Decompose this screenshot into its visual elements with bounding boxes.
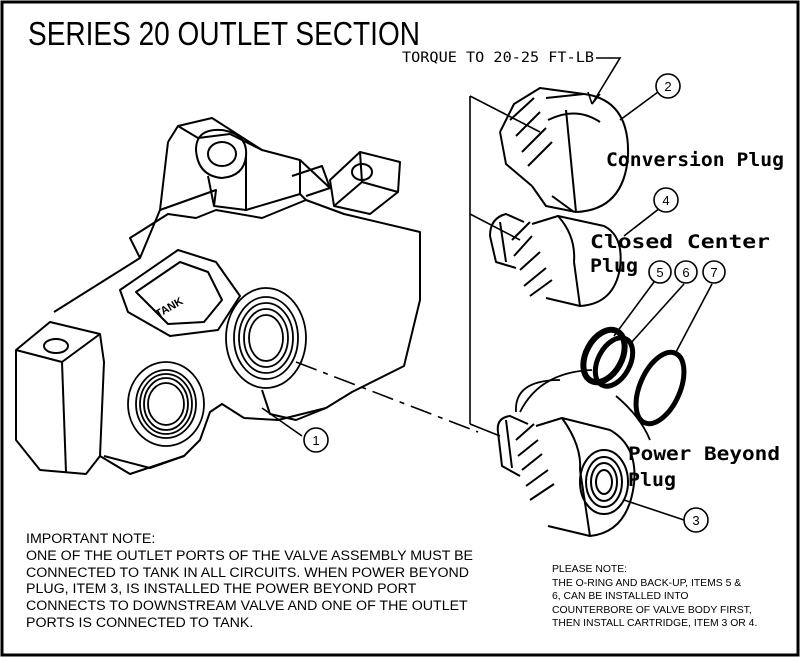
power-beyond-plug xyxy=(496,415,636,537)
callout-1: 1 xyxy=(261,407,329,453)
please-note-line: COUNTERBORE OF VALVE BODY FIRST, xyxy=(552,604,752,616)
callout-5: 5 xyxy=(613,260,672,337)
callout-4-number: 4 xyxy=(662,193,669,208)
power-beyond-label-line1: Power Beyond xyxy=(628,443,780,465)
closed-center-plug xyxy=(489,213,622,307)
power-beyond-label-line2: Plug xyxy=(628,469,676,491)
torque-leader xyxy=(587,57,622,105)
valve-body xyxy=(15,117,421,475)
assembly-arcs xyxy=(515,369,651,441)
outlet-port-right xyxy=(225,287,307,389)
callout-7-number: 7 xyxy=(710,265,717,280)
callout-6: 6 xyxy=(629,260,698,345)
please-note-line: THE O-RING AND BACK-UP, ITEMS 5 & xyxy=(552,577,742,589)
important-note: IMPORTANT NOTE: ONE OF THE OUTLET PORTS … xyxy=(26,531,473,632)
important-note-line: ONE OF THE OUTLET PORTS OF THE VALVE ASS… xyxy=(26,547,474,564)
closed-center-label-line1: Closed Center xyxy=(590,231,770,253)
tank-label: TANK xyxy=(154,295,186,320)
callout-4: 4 xyxy=(623,187,679,237)
callout-1-number: 1 xyxy=(312,433,319,448)
conversion-plug xyxy=(499,87,630,213)
callout-3: 3 xyxy=(623,499,709,533)
callout-7: 7 xyxy=(675,260,726,353)
torque-label: TORQUE TO 20-25 FT-LB xyxy=(402,50,594,66)
important-note-line: CONNECTED TO TANK IN ALL CIRCUITS. WHEN … xyxy=(26,564,470,581)
assembly-centerline xyxy=(295,95,541,437)
important-note-line: PLUG, ITEM 3, IS INSTALLED THE POWER BEY… xyxy=(26,581,417,598)
please-note: PLEASE NOTE: THE O-RING AND BACK-UP, ITE… xyxy=(552,563,757,631)
please-note-heading: PLEASE NOTE: xyxy=(552,564,628,575)
backup-ring-6 xyxy=(592,335,636,389)
important-note-line: PORTS IS CONNECTED TO TANK. xyxy=(26,614,254,631)
callout-6-number: 6 xyxy=(682,265,689,280)
please-note-line: THEN INSTALL CARTRIDGE, ITEM 3 OR 4. xyxy=(552,618,758,630)
callout-2: 2 xyxy=(619,73,681,121)
conversion-plug-label: Conversion Plug xyxy=(606,149,784,171)
page-title: SERIES 20 OUTLET SECTION xyxy=(28,15,420,52)
callout-5-number: 5 xyxy=(656,265,663,280)
callout-2-number: 2 xyxy=(664,79,671,94)
please-note-line: 6, CAN BE INSTALLED INTO xyxy=(552,591,689,603)
callout-3-number: 3 xyxy=(692,513,699,528)
o-ring-7 xyxy=(633,349,687,427)
closed-center-label-line2: Plug xyxy=(590,255,638,277)
important-note-heading: IMPORTANT NOTE: xyxy=(26,531,156,547)
outlet-port-left xyxy=(127,361,205,447)
important-note-line: CONNECTS TO DOWNSTREAM VALVE AND ONE OF … xyxy=(26,598,468,614)
